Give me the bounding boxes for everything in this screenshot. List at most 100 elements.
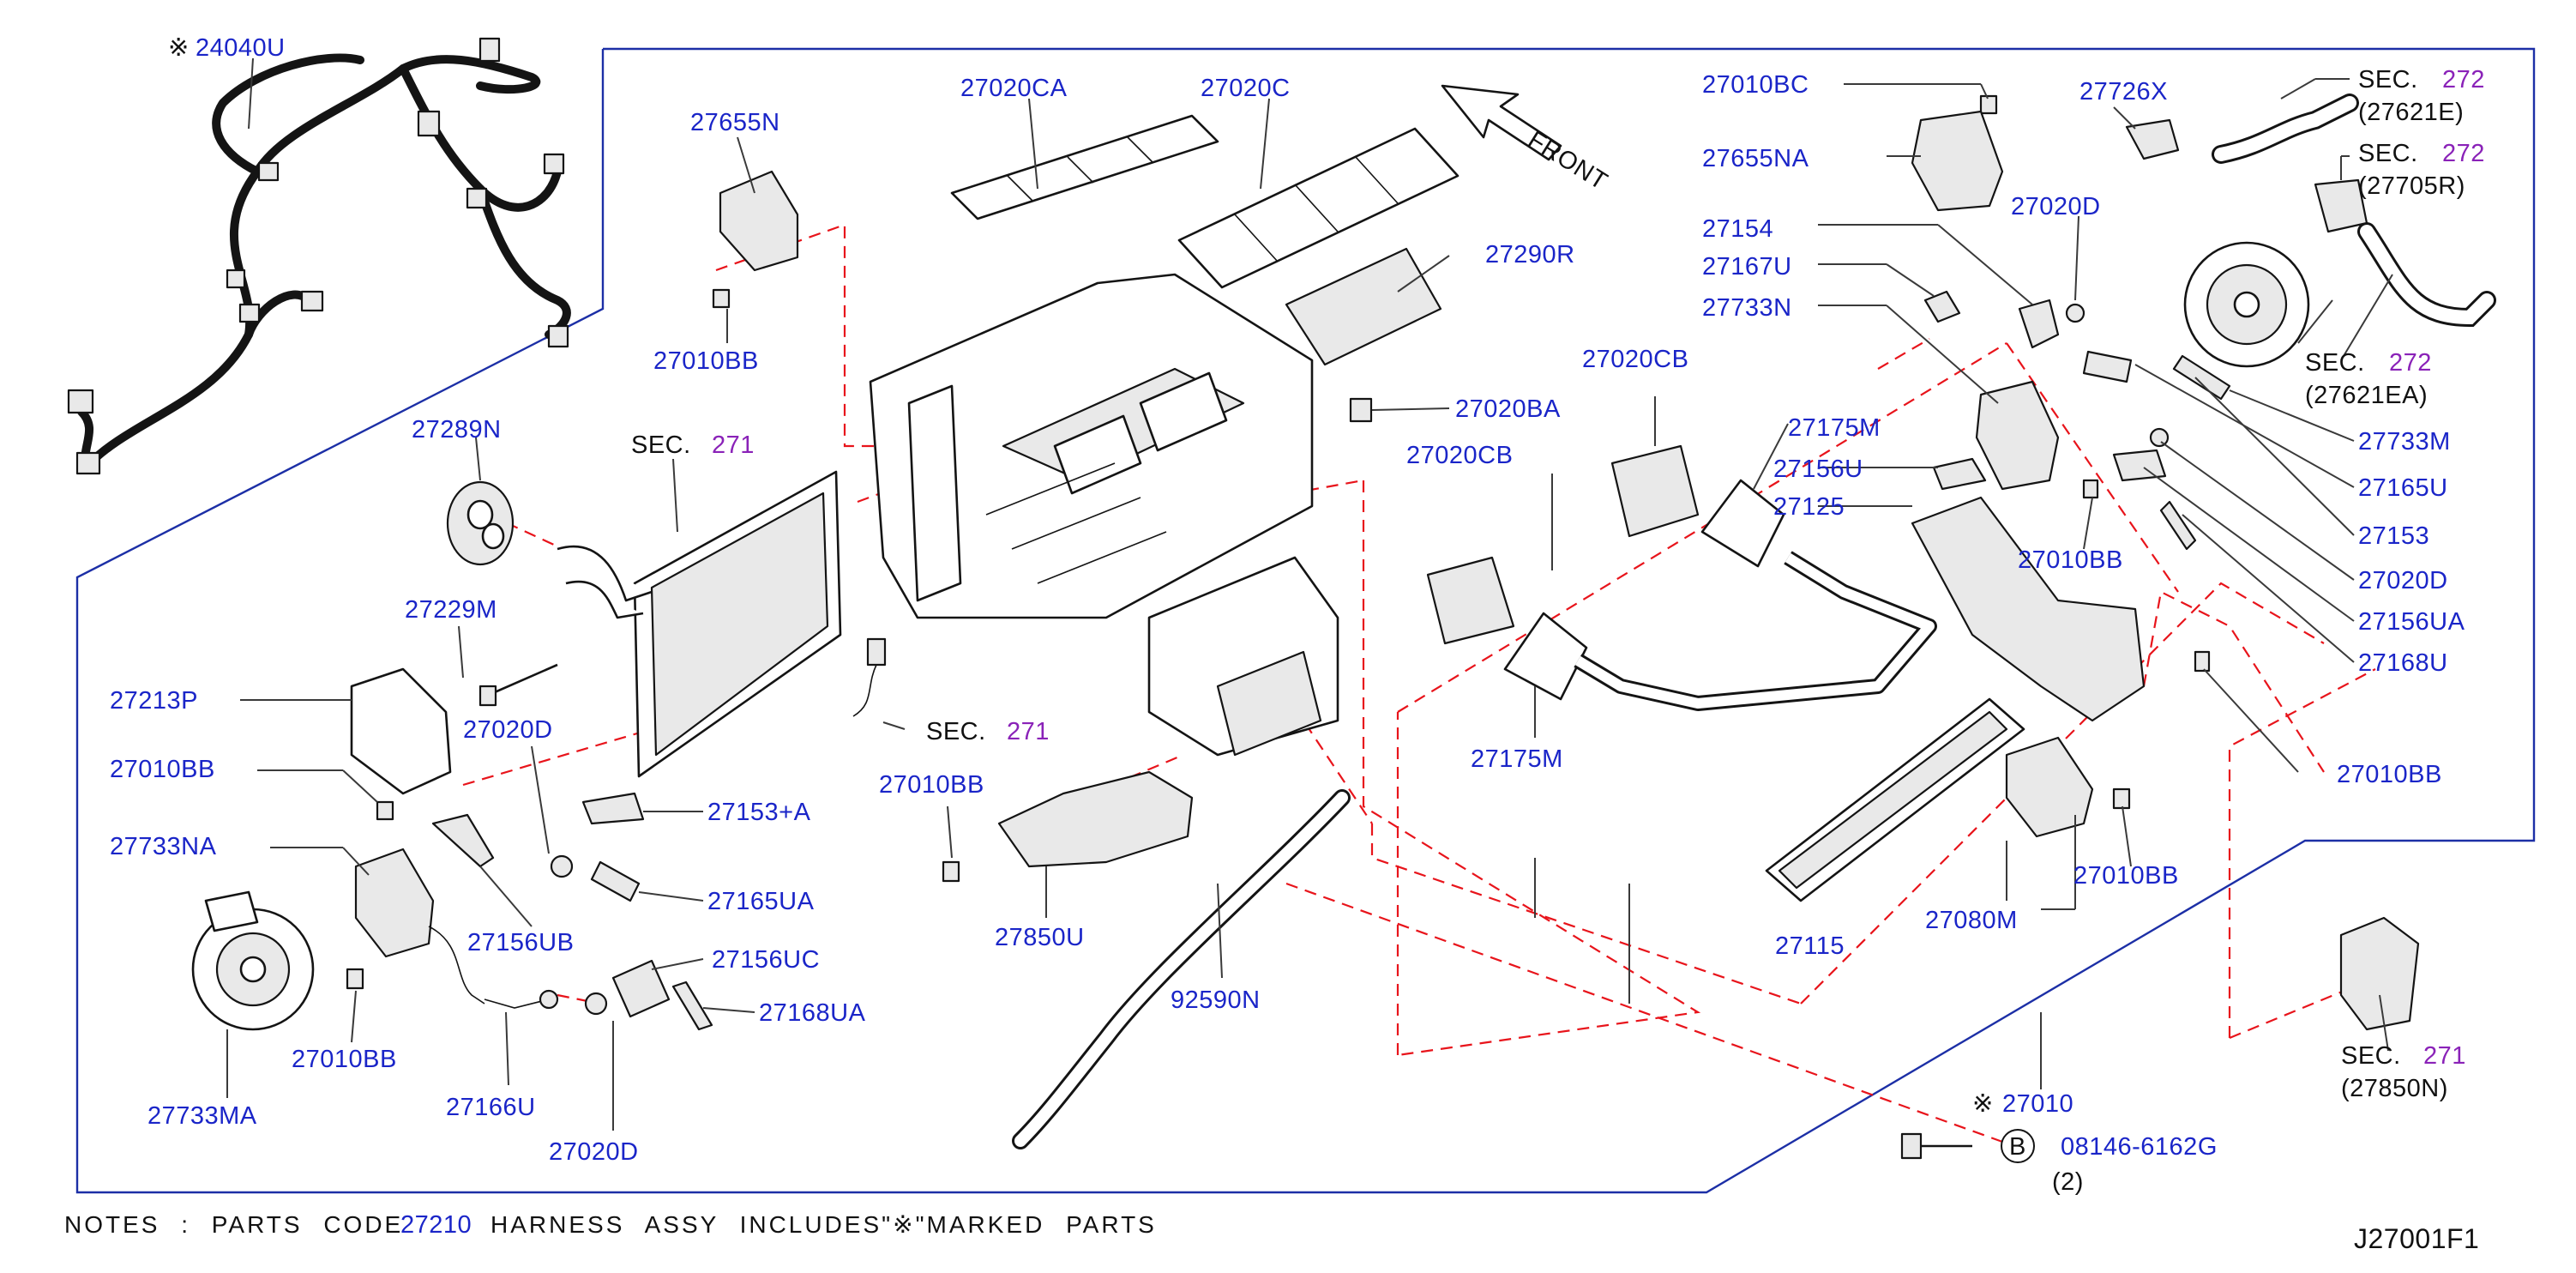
label-27156u: 27156U [1773, 456, 1863, 483]
sec-ref-hose-b-prefix: SEC. [2305, 349, 2365, 377]
sensor-271 [852, 637, 887, 717]
sec-ref-valve-prefix: SEC. [2358, 140, 2418, 167]
part-labels: ※ 24040U 27655N 27010BB 27020CA 27020C 2… [110, 34, 2465, 1196]
notes-prefix: NOTES : PARTS CODE [64, 1211, 403, 1238]
notes-line: NOTES : PARTS CODE 27210 HARNESS ASSY IN… [64, 1211, 1157, 1239]
door-27020cb-b [1426, 556, 1515, 645]
sec-ref-duct-number: 271 [2423, 1042, 2466, 1070]
actuator-27655n [712, 170, 799, 309]
wiring-harness-24040u [67, 37, 571, 475]
front-arrow: FRONT [1441, 84, 1612, 196]
screw-27010bb-c [376, 800, 394, 821]
label-27080m: 27080M [1925, 907, 2018, 934]
sec-ref-duct-part: (27850N) [2341, 1075, 2448, 1102]
bolt-08146-6162g: B [1900, 1129, 2035, 1163]
label-27020ba: 27020BA [1455, 395, 1561, 423]
case-27125 [1911, 496, 2146, 722]
sec-ref-hose-a-part: (27621E) [2358, 99, 2464, 126]
label-24040u: 24040U [196, 34, 286, 62]
label-27010: 27010 [2002, 1090, 2073, 1118]
bolt-27229m [478, 663, 558, 707]
assembly-frame [75, 47, 2536, 1194]
label-27733ma: 27733MA [147, 1102, 257, 1130]
actuator-27733na [354, 848, 485, 1005]
sec-ref-hose-b-number: 272 [2389, 349, 2432, 377]
bracket-27020ba [1349, 397, 1373, 423]
label-27166u: 27166U [446, 1094, 536, 1121]
blower-motor-27733ma [191, 890, 315, 1031]
label-27733n: 27733N [1702, 294, 1792, 322]
blower-27733m [2183, 241, 2310, 368]
bolt-callout-letter: B [2009, 1133, 2026, 1161]
sec-ref-hose-a-number: 272 [2442, 66, 2485, 94]
heater-core-27115 [1765, 697, 2025, 902]
label-27175m-b: 27175M [1471, 745, 1563, 773]
sec-ref-hose-b-part: (27621EA) [2305, 382, 2428, 409]
aspirator-27726x [2125, 118, 2180, 160]
heater-case [869, 273, 1339, 757]
label-27010bb-f: 27010BB [2073, 862, 2179, 890]
label-27125: 27125 [1773, 493, 1845, 521]
plate-27175m-b [1503, 612, 1588, 701]
hose-272 [2212, 94, 2496, 328]
door-27020cb-a [1610, 444, 1700, 538]
label-bolt-qty: (2) [2052, 1168, 2084, 1196]
label-27020d-d: 27020D [549, 1138, 639, 1166]
label-27175m-a: 27175M [1788, 414, 1881, 442]
label-27156ua: 27156UA [2358, 608, 2465, 636]
label-27020c: 27020C [1201, 75, 1291, 102]
bolt-callout-circle [2001, 1129, 2035, 1163]
lever-27156ub [431, 813, 495, 868]
evaporator [557, 470, 842, 778]
label-27010bc: 27010BC [1702, 71, 1809, 99]
label-27156uc: 27156UC [712, 946, 820, 974]
link-27165ua [590, 860, 641, 902]
filter-27020ca [950, 114, 1219, 220]
screw-27010bc [1979, 94, 1998, 115]
valve-27705r [2314, 178, 2368, 233]
label-27213p: 27213P [110, 687, 198, 715]
label-27115: 27115 [1775, 932, 1845, 960]
front-label: FRONT [1523, 126, 1612, 196]
label-27168u: 27168U [2358, 649, 2448, 677]
label-27168ua: 27168UA [759, 999, 866, 1027]
label-27726x: 27726X [2079, 78, 2168, 106]
sec-ref-valve-number: 272 [2442, 140, 2485, 167]
label-27290r: 27290R [1485, 241, 1575, 268]
label-27165ua: 27165UA [707, 888, 815, 915]
label-27229m: 27229M [405, 596, 497, 624]
screw-27010bb-e [942, 860, 960, 883]
drain-hose-92590n [1012, 789, 1351, 1149]
label-27010bb-e: 27010BB [879, 771, 984, 799]
sec-ref-sensor-number: 271 [1007, 718, 1050, 745]
link-27166u [484, 989, 559, 1010]
marker-symbol-27010: ※ [1972, 1090, 1994, 1118]
sec-ref-valve-part: (27705R) [2358, 172, 2465, 200]
label-27156ub: 27156UB [467, 929, 574, 956]
label-27010bb-b: 27010BB [2018, 546, 2123, 574]
label-bolt-code: 08146-6162G [2061, 1133, 2218, 1161]
screw-27010bb-d [346, 968, 364, 990]
sec-ref-evaporator-prefix: SEC. [631, 431, 691, 459]
cover-27213p [350, 667, 452, 795]
heater-pipes [1574, 551, 1937, 711]
filter-27020c [1177, 127, 1460, 289]
label-27154: 27154 [1702, 215, 1773, 243]
label-27733na: 27733NA [110, 833, 217, 860]
lever-27156uc [611, 959, 671, 1018]
label-27020d-a: 27020D [2011, 193, 2101, 220]
label-27289n: 27289N [412, 416, 502, 443]
label-27020cb-b: 27020CB [1406, 442, 1513, 469]
label-92590n: 92590N [1171, 986, 1261, 1014]
label-27010bb-a: 27010BB [653, 347, 759, 375]
sec-ref-sensor-prefix: SEC. [926, 718, 986, 745]
small-actuator-parts [1923, 290, 2231, 673]
clip-27020d-c [550, 854, 574, 878]
label-27167u: 27167U [1702, 253, 1792, 281]
label-27850u: 27850U [995, 924, 1085, 951]
section-references: SEC. 271 SEC. 271 SEC. 272 (27621E) SEC.… [631, 66, 2485, 1102]
notes-suffix: HARNESS ASSY INCLUDES"※"MARKED PARTS [491, 1211, 1157, 1238]
marker-symbol: ※ [168, 34, 190, 62]
plate-27175m-a [1700, 479, 1785, 568]
